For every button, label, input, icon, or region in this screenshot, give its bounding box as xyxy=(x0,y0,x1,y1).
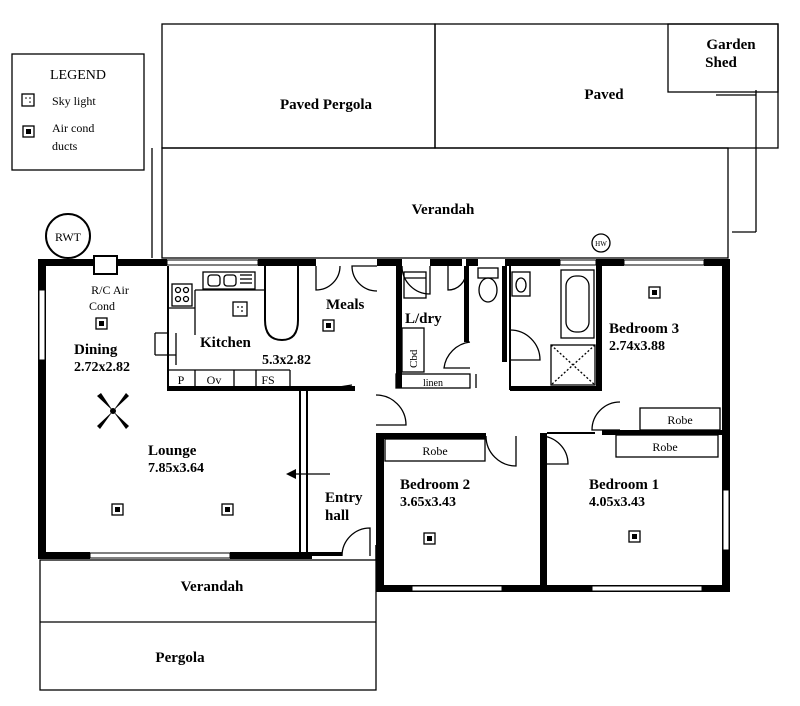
garden-shed xyxy=(667,23,779,93)
label-bedroom-2-size: 3.65x3.43 xyxy=(400,495,456,510)
label-lounge-size: 7.85x3.64 xyxy=(148,461,204,476)
air-cond-duct-icon xyxy=(22,125,35,138)
label-kitchen-size: 5.3x2.82 xyxy=(262,353,311,368)
label-bedroom-3: Bedroom 3 xyxy=(609,321,679,337)
label-dining-size: 2.72x2.82 xyxy=(74,360,130,375)
label-robe-bed3: Robe xyxy=(667,413,692,427)
air-cond-ducts xyxy=(95,286,661,545)
basin-icon xyxy=(511,271,531,297)
label-laundry: L/dry xyxy=(405,311,442,327)
door-bed1 xyxy=(539,435,569,465)
front-outdoor: Verandah Pergola xyxy=(39,559,377,691)
duct-icon xyxy=(221,503,234,516)
duct-icon xyxy=(648,286,661,299)
rear-outdoor: Paved Pergola Paved Garden Shed Verandah… xyxy=(45,23,779,259)
label-kitchen: Kitchen xyxy=(200,335,251,351)
robe-bed2 xyxy=(384,438,486,462)
label-rwt: RWT xyxy=(55,230,82,244)
duct-icon xyxy=(322,319,335,332)
rainwater-tank xyxy=(45,213,91,259)
label-robe-bed2: Robe xyxy=(422,444,447,458)
door-bathroom xyxy=(509,329,541,361)
duct-icon xyxy=(628,530,641,543)
label-pantry: P xyxy=(178,373,185,387)
skylight-icon xyxy=(21,93,35,107)
legend-skylight-label: Sky light xyxy=(52,94,96,108)
hot-water-service xyxy=(591,233,611,253)
shower-icon xyxy=(550,344,596,386)
skylight-icon xyxy=(232,301,248,317)
front-verandah-pergola xyxy=(39,559,377,691)
label-bedroom-1: Bedroom 1 xyxy=(589,477,659,493)
label-bedroom-3-size: 2.74x3.88 xyxy=(609,339,665,354)
cooktop-icon xyxy=(171,283,193,307)
label-front-pergola: Pergola xyxy=(155,650,205,666)
label-paved-pergola: Paved Pergola xyxy=(280,97,373,113)
legend-title: LEGEND xyxy=(50,68,106,83)
duct-icon xyxy=(95,317,108,330)
paved-pergola-area xyxy=(161,23,436,149)
bathtub-icon xyxy=(560,269,595,339)
label-dining: Dining xyxy=(74,342,118,358)
door-bed2-hall xyxy=(375,394,407,426)
label-hall: hall xyxy=(325,508,349,524)
legend-aircond-label-1: Air cond xyxy=(52,121,94,135)
ceiling-fan-icon xyxy=(97,393,129,429)
label-rc-air-1: R/C Air xyxy=(91,283,129,297)
door-bed2 xyxy=(485,435,517,467)
label-front-verandah: Verandah xyxy=(181,579,244,595)
robe-bed1 xyxy=(615,434,719,458)
door-meals-rear xyxy=(315,265,341,291)
interior-walls: P Ov FS xyxy=(154,266,722,592)
robe-bed3 xyxy=(639,407,721,431)
rear-verandah xyxy=(161,147,729,259)
label-rear-verandah: Verandah xyxy=(412,202,475,218)
label-bedroom-2: Bedroom 2 xyxy=(400,477,470,493)
duct-icon xyxy=(111,503,124,516)
door-laundry xyxy=(443,341,471,369)
legend-aircond-label-2: ducts xyxy=(52,139,78,153)
duct-icon xyxy=(423,532,436,545)
label-paved: Paved xyxy=(584,87,624,103)
label-garden: Garden xyxy=(706,37,756,53)
exterior-walls xyxy=(38,259,730,592)
label-meals: Meals xyxy=(326,297,364,313)
label-hws: HW xyxy=(595,240,607,248)
door-laundry-rear xyxy=(401,265,431,295)
doors xyxy=(315,265,621,557)
door-bed3 xyxy=(591,401,621,431)
legend-box xyxy=(11,53,145,171)
label-bedroom-1-size: 4.05x3.43 xyxy=(589,495,645,510)
label-lounge: Lounge xyxy=(148,443,197,459)
label-fridge-space: FS xyxy=(261,373,274,387)
door-front-entry xyxy=(341,527,371,557)
rc-air-unit xyxy=(93,255,118,275)
laundry-tub-icon xyxy=(403,271,427,299)
toilet-icon xyxy=(477,267,499,303)
label-oven: Ov xyxy=(207,373,222,387)
entry-arrow-icon xyxy=(286,469,330,479)
label-shed: Shed xyxy=(705,55,737,71)
label-rc-air-2: Cond xyxy=(89,299,115,313)
room-labels: R/C Air Cond Dining 2.72x2.82 Kitchen 5.… xyxy=(74,283,693,524)
label-linen: linen xyxy=(423,378,443,389)
kitchen-sink-icon xyxy=(202,271,256,290)
label-robe-bed1: Robe xyxy=(652,440,677,454)
legend: LEGEND Sky light Air cond ducts xyxy=(11,53,145,171)
label-cupboard: Cbd xyxy=(408,349,420,368)
label-entry: Entry xyxy=(325,490,363,506)
